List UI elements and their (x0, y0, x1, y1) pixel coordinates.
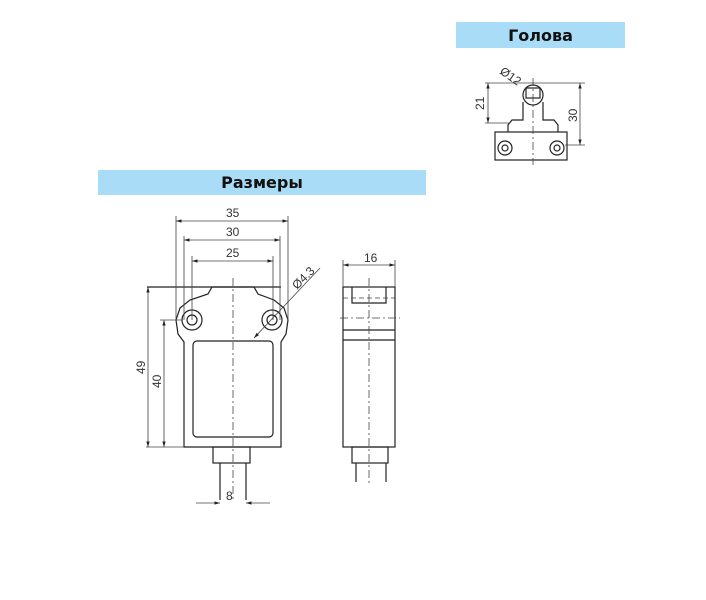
dim-49: 49 (134, 360, 148, 374)
dimensions-section-header: Размеры (98, 170, 426, 195)
dim-21: 21 (473, 96, 487, 110)
dim-cable-8: 8 (226, 489, 233, 503)
dim-30-width: 30 (226, 225, 240, 239)
dim-16: 16 (364, 251, 378, 265)
head-section-header: Голова (456, 22, 625, 48)
head-view: 21 30 Ø12 (473, 64, 585, 165)
front-view: 35 30 25 Ø4.3 49 40 8 (134, 206, 321, 505)
dim-40: 40 (150, 374, 164, 388)
dim-hole-diameter: Ø4.3 (289, 264, 318, 293)
side-view: 16 (340, 251, 400, 485)
dim-25: 25 (226, 246, 240, 260)
dim-roller-diameter: Ø12 (497, 64, 524, 89)
dim-30: 30 (566, 108, 580, 122)
dim-35: 35 (226, 206, 240, 220)
